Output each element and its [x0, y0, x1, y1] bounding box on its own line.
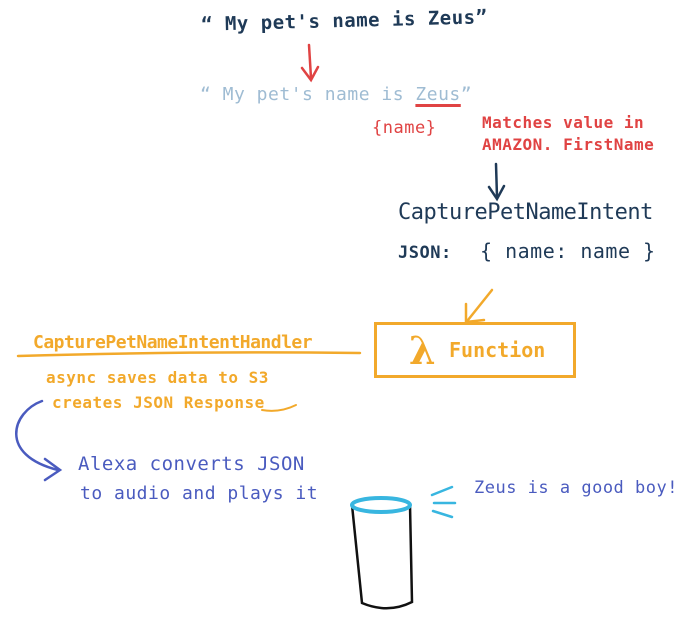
slot-type-note-line-1: Matches value in [482, 113, 645, 132]
arrow-utterance-to-slot [300, 43, 320, 83]
slot-type-note: Matches value in AMAZON. FirstName [482, 112, 654, 156]
alexa-step-line-2: to audio and plays it [80, 483, 319, 504]
handler-underline [16, 351, 362, 358]
speech-output: Zeus is a good boy! [474, 478, 678, 498]
arrow-slot-to-intent [487, 162, 506, 202]
response-underline [261, 404, 297, 412]
sound-waves-icon [430, 485, 457, 519]
handler-step-1: async saves data to S3 [46, 368, 269, 387]
function-label: Function [449, 338, 546, 362]
json-label: JSON: [398, 243, 452, 263]
arrow-handler-to-alexa [15, 399, 63, 482]
echo-device-icon [350, 496, 414, 610]
slot-type-note-line-2: AMAZON. FirstName [482, 135, 655, 154]
slot-value: Zeus [415, 84, 461, 105]
utterance-suffix: ” [460, 84, 473, 105]
arrow-intent-to-lambda [464, 288, 494, 324]
slot-label: {name} [372, 118, 437, 138]
lambda-icon: λ [409, 328, 436, 373]
alexa-step-line-1: Alexa converts JSON [78, 453, 305, 475]
json-body: { name: name } [480, 239, 656, 263]
intent-name: CapturePetNameIntent [398, 200, 653, 225]
handler-step-2: creates JSON Response [52, 393, 265, 412]
utterance-prefix: “ My pet's name is [200, 84, 416, 105]
utterance-with-slot: “ My pet's name is Zeus” [200, 84, 472, 105]
lambda-function-box: λ Function [374, 322, 576, 378]
handler-name: CapturePetNameIntentHandler [33, 332, 313, 353]
